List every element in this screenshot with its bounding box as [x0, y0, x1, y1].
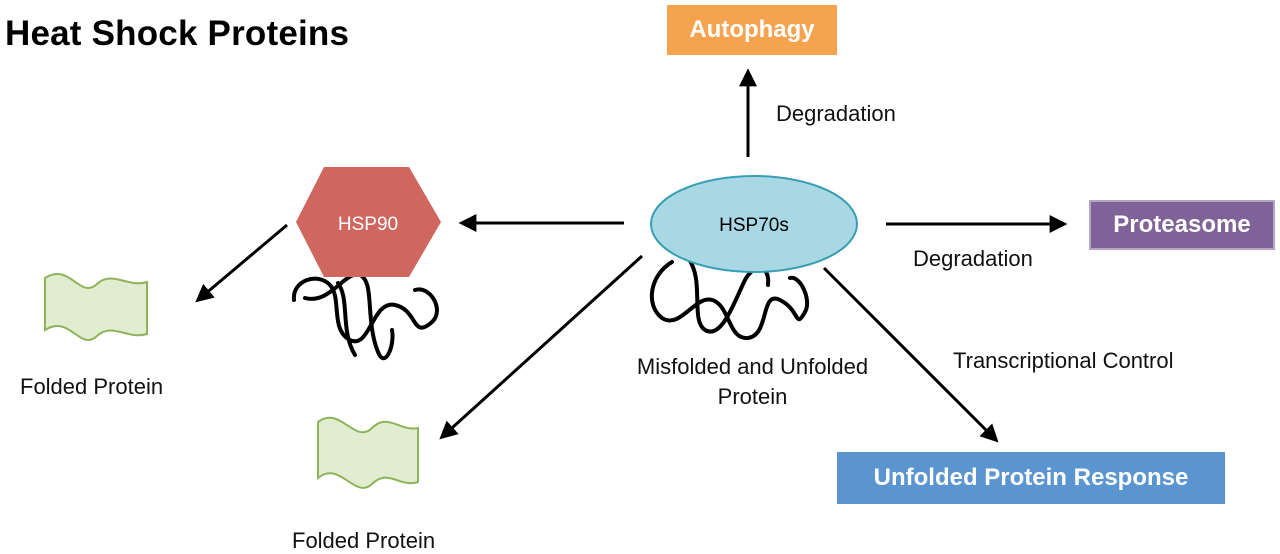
edge-label-transcriptional-control: Transcriptional Control	[953, 348, 1174, 373]
edge-label-degradation-autophagy: Degradation	[776, 101, 896, 126]
folded-protein-left-label: Folded Protein	[20, 374, 164, 399]
arrow-to-folded-bottom	[439, 254, 644, 440]
folded-protein-bottom-shape	[317, 416, 419, 489]
misfolded-protein-label: Misfolded and Unfolded Protein	[636, 354, 869, 409]
folded-protein-left-shape	[44, 273, 148, 341]
unfolded-protein-response-box: Unfolded Protein Response	[837, 452, 1225, 504]
arrow-to-folded-left	[195, 223, 288, 303]
misfolded-protein-squiggle-hsp90	[291, 272, 439, 361]
hsp90-node-shape	[296, 167, 441, 277]
hsp70-label: HSP70s	[719, 215, 789, 236]
hsp90-label: HSP90	[338, 214, 398, 235]
arrow-to-upr	[822, 266, 999, 443]
diagram-title: Heat Shock Proteins	[5, 14, 350, 53]
proteasome-box: Proteasome	[1089, 200, 1275, 250]
autophagy-box: Autophagy	[667, 5, 837, 55]
hsp70-node-shape	[650, 175, 858, 273]
edge-label-degradation-proteasome: Degradation	[913, 246, 1033, 271]
folded-protein-bottom-label: Folded Protein	[292, 528, 436, 553]
